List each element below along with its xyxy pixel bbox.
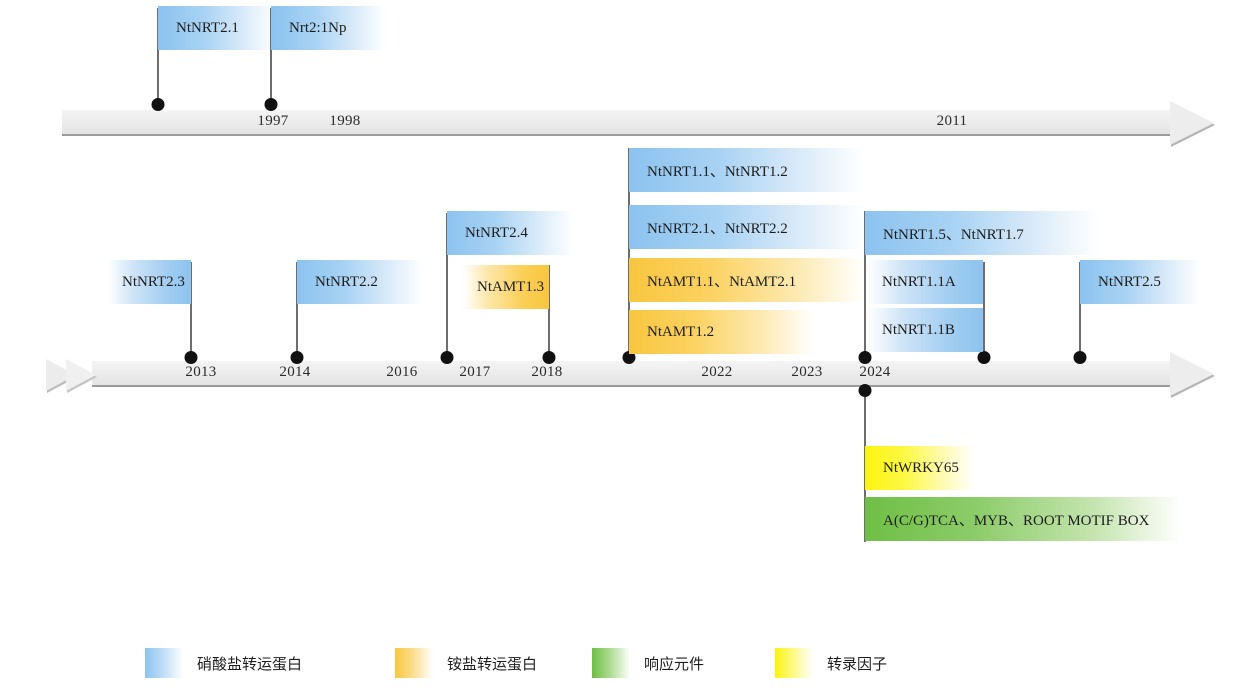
axis-arrowhead-icon [1170,101,1214,145]
legend-label: 响应元件 [644,654,705,673]
marker-dot[interactable] [622,351,636,364]
year-label: 1997 [257,113,289,129]
legend-item-response-element: 响应元件 [592,642,704,684]
year-label: 2024 [859,364,891,380]
flag-nrt2-1np[interactable]: Nrt2:1Np [271,6,386,50]
marker-dot[interactable] [542,351,556,364]
legend-label: 硝酸盐转运蛋白 [197,654,303,673]
legend-swatch-orange-icon [395,648,433,678]
year-label: 2014 [279,364,311,380]
year-label: 2022 [701,364,733,380]
marker-pole [864,211,866,360]
flag-ntwrky65[interactable]: NtWRKY65 [865,446,975,490]
flag-ntnrt1-1-ntnrt1-2[interactable]: NtNRT1.1、NtNRT1.2 [629,148,864,192]
marker-pole [190,262,192,360]
marker-pole [628,148,630,360]
marker-dot[interactable] [151,98,165,111]
legend-item-nitrate-transporter: 硝酸盐转运蛋白 [145,642,302,684]
legend-label: 转录因子 [827,654,888,673]
flag-ntnrt1-1b[interactable]: NtNRT1.1B [868,308,983,352]
year-label: 2013 [185,364,217,380]
lower-timeline-axis: 2013 2014 2016 2017 2018 2022 2023 2024 [46,352,1214,396]
year-label: 2011 [936,113,968,129]
legend-item-ammonium-transporter: 铵盐转运蛋白 [395,642,537,684]
year-label: 2017 [459,364,491,380]
legend-swatch-green-icon [592,648,630,678]
marker-pole [548,265,550,360]
legend: 硝酸盐转运蛋白 铵盐转运蛋白 响应元件 转录因子 [0,642,1233,684]
marker-pole [157,8,159,107]
marker-dot[interactable] [977,351,991,364]
year-label: 2018 [531,364,563,380]
legend-swatch-blue-icon [145,648,183,678]
legend-swatch-yellow-icon [775,648,813,678]
flag-ntnrt1-5-ntnrt1-7[interactable]: NtNRT1.5、NtNRT1.7 [865,211,1098,255]
upper-timeline-axis: 1997 1998 2011 [62,101,1214,145]
marker-pole [983,262,985,360]
flag-ntnrt2-1[interactable]: NtNRT2.1 [158,6,276,50]
flag-ntnrt1-1a[interactable]: NtNRT1.1A [868,260,983,304]
marker-dot[interactable] [858,351,872,364]
axis-tail-chevron-icon [66,359,96,391]
marker-dot[interactable] [184,351,198,364]
marker-pole [270,8,272,107]
legend-label: 铵盐转运蛋白 [447,654,538,673]
axis-bar [92,361,1172,387]
axis-arrowhead-icon [1170,352,1214,396]
flag-ntamt1-1-ntamt2-1[interactable]: NtAMT1.1、NtAMT2.1 [629,258,864,302]
marker-dot[interactable] [440,351,454,364]
year-label: 1998 [329,113,361,129]
legend-item-transcription-factor: 转录因子 [775,642,887,684]
year-label: 2023 [791,364,823,380]
flag-ntnrt2-5[interactable]: NtNRT2.5 [1080,260,1200,304]
marker-pole [446,213,448,360]
marker-dot[interactable] [290,351,304,364]
marker-pole [296,262,298,360]
axis-bar [62,110,1172,136]
flag-ntamt1-2[interactable]: NtAMT1.2 [629,310,814,354]
year-label: 2016 [386,364,418,380]
flag-ntamt1-3[interactable]: NtAMT1.3 [463,265,549,309]
flag-ntnrt2-1-ntnrt2-2[interactable]: NtNRT2.1、NtNRT2.2 [629,205,864,249]
flag-ntnrt2-3[interactable]: NtNRT2.3 [108,260,191,304]
flag-ntnrt2-4[interactable]: NtNRT2.4 [447,211,573,255]
marker-pole [1079,262,1081,360]
marker-dot[interactable] [264,98,278,111]
marker-dot[interactable] [1073,351,1087,364]
flag-response-elements[interactable]: A(C/G)TCA、MYB、ROOT MOTIF BOX [865,497,1181,541]
flag-ntnrt2-2[interactable]: NtNRT2.2 [297,260,423,304]
marker-dot-below[interactable] [858,384,872,397]
